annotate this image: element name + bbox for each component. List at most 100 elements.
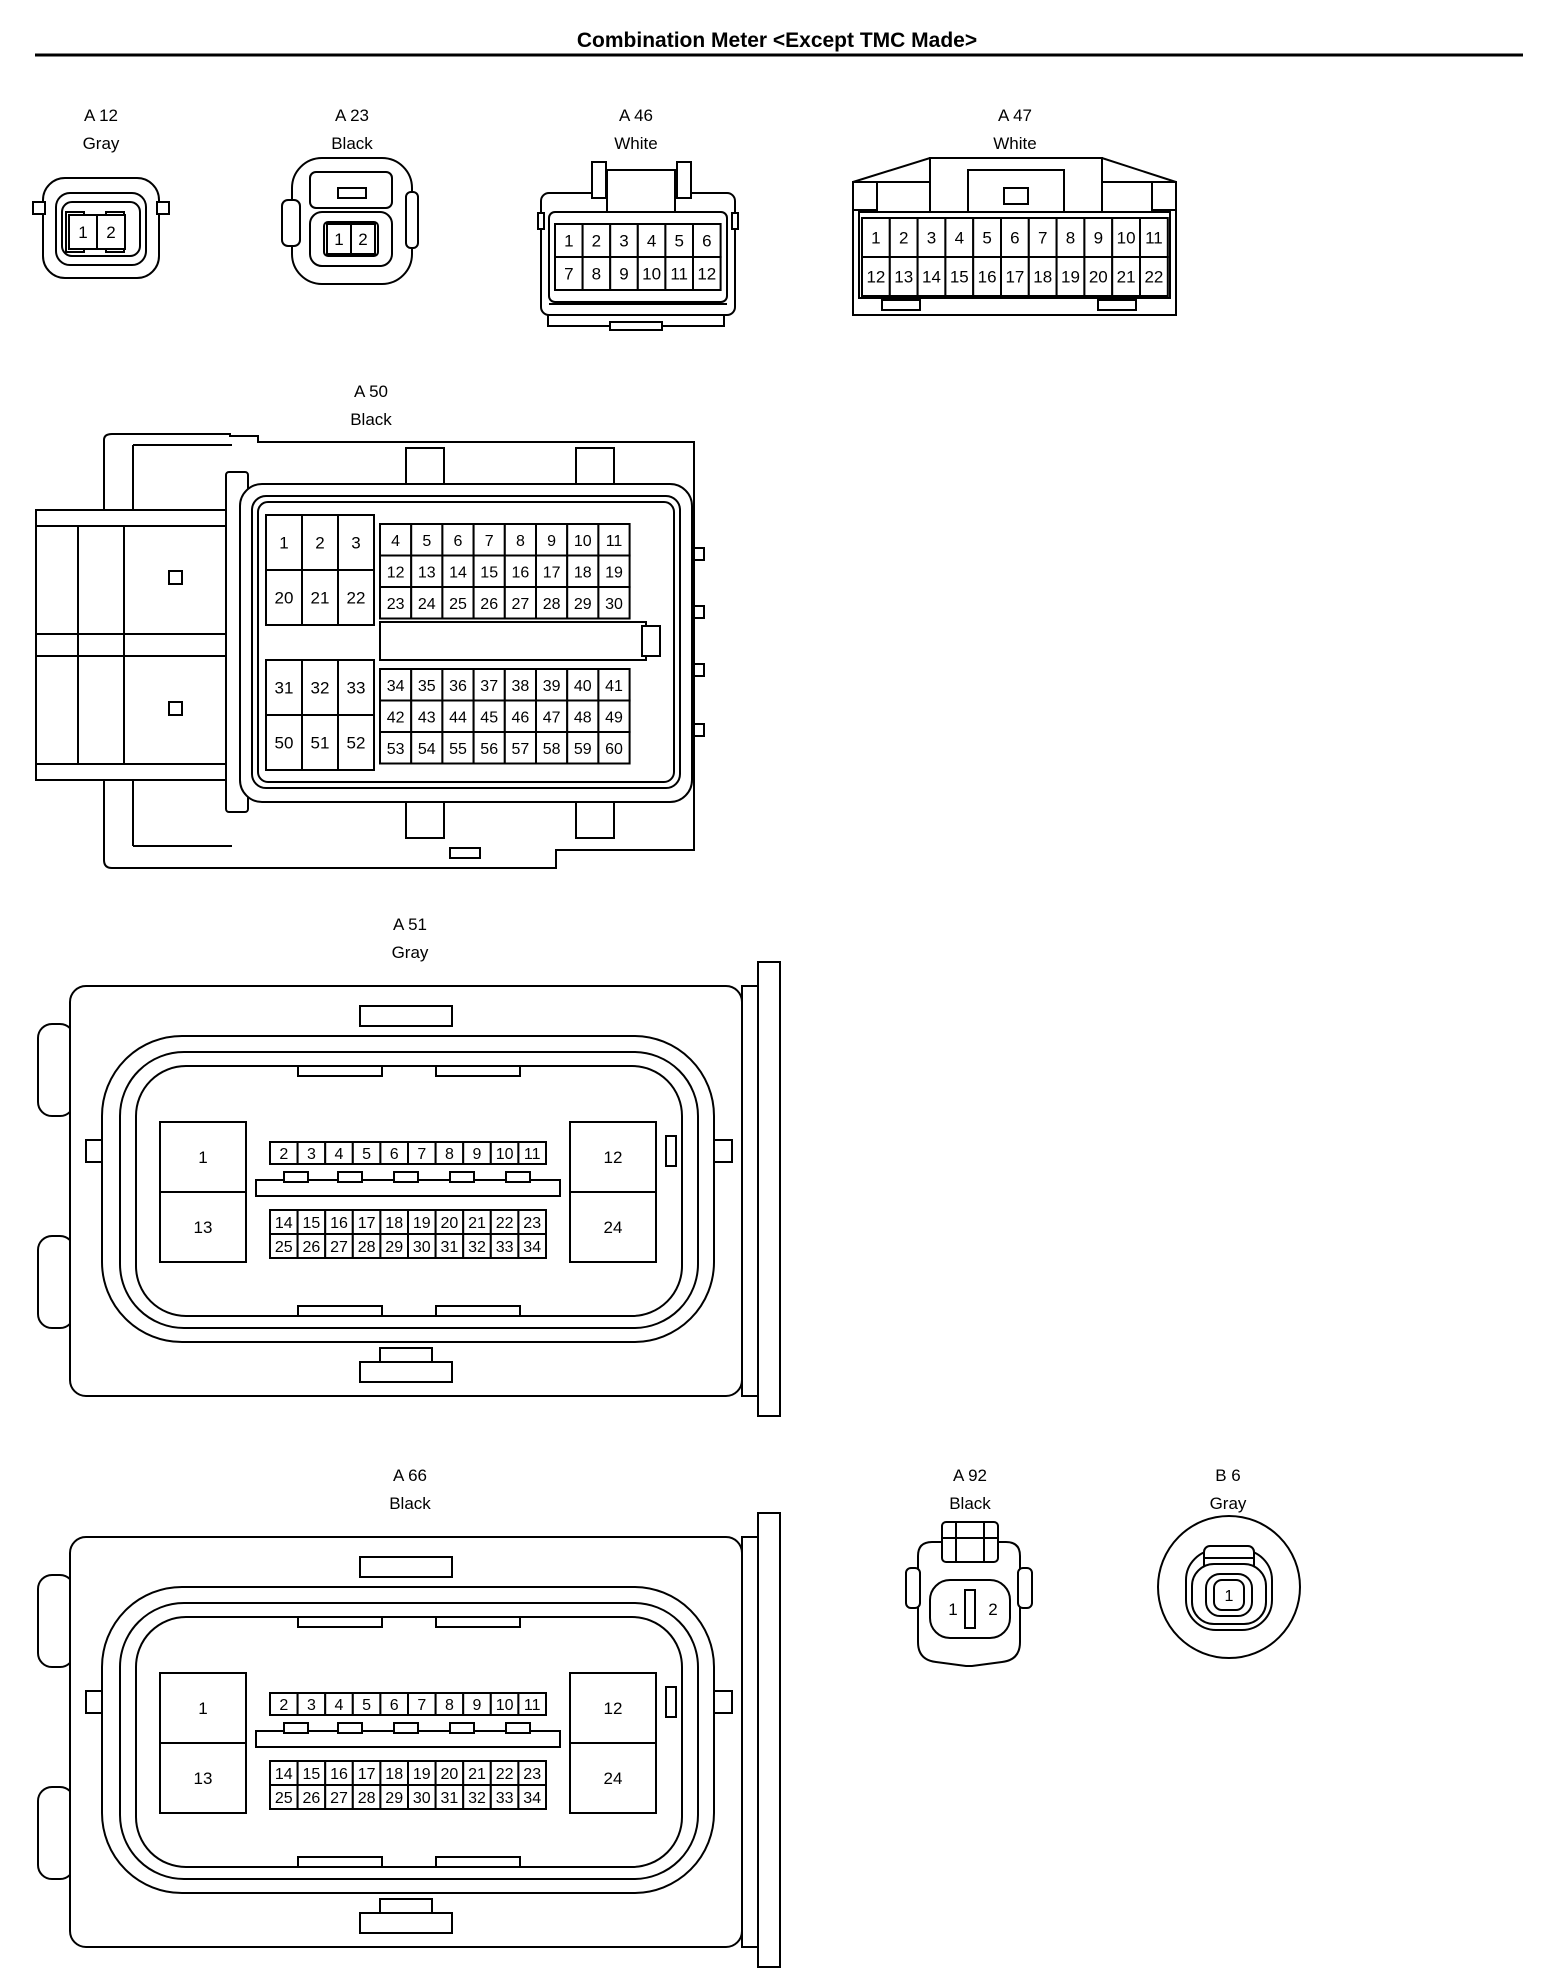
- pin-label: 31: [441, 1790, 459, 1807]
- pin-label: 10: [574, 533, 592, 550]
- pin-cell: [301, 659, 339, 716]
- pin-label: 10: [1117, 229, 1136, 248]
- pin-cell: [569, 1742, 657, 1814]
- pin-label: 40: [574, 678, 592, 695]
- pin-cell: [269, 1233, 299, 1259]
- pin-cell: [1139, 256, 1169, 297]
- pin-label: 11: [524, 1146, 541, 1163]
- pin-label: 4: [391, 533, 400, 550]
- pin-cell: [462, 1784, 492, 1810]
- pin-label: 30: [605, 596, 623, 613]
- pin-label: 15: [480, 564, 498, 581]
- pin-cell: [434, 1784, 465, 1810]
- pin-label: 58: [543, 741, 561, 758]
- pin-cell: [581, 223, 612, 258]
- pin-cell: [350, 223, 376, 255]
- pin-label: 22: [347, 589, 366, 608]
- pin-label: 48: [574, 709, 592, 726]
- pin-label: 21: [468, 1215, 486, 1232]
- pin-label: 4: [335, 1146, 344, 1163]
- pin-label: 21: [311, 589, 330, 608]
- pin-label: 52: [347, 734, 366, 753]
- pin-cell: [888, 256, 919, 297]
- connector-id: A 23: [335, 106, 369, 125]
- pin-cell: [462, 1209, 492, 1235]
- pin-cell: [566, 554, 600, 588]
- pin-label: 36: [449, 678, 467, 695]
- pin-cell: [472, 731, 506, 765]
- connector-color: Black: [350, 410, 392, 429]
- pin-label: 15: [303, 1215, 321, 1232]
- pin-label: 45: [480, 709, 498, 726]
- pin-label: 18: [385, 1215, 403, 1232]
- pin-cell: [692, 256, 722, 291]
- pin-label: 25: [449, 596, 467, 613]
- pin-label: 6: [702, 232, 711, 251]
- pin-cell: [265, 514, 303, 571]
- pin-cell: [517, 1692, 548, 1716]
- pin-label: 7: [1038, 229, 1047, 248]
- pin-label: 39: [543, 678, 561, 695]
- pin-label: 56: [480, 741, 498, 758]
- pin-label: 1: [564, 232, 573, 251]
- pin-cell: [609, 256, 639, 291]
- pin-label: 8: [1066, 229, 1075, 248]
- pin-label: 1: [871, 229, 880, 248]
- pin-cell: [597, 586, 631, 620]
- pin-cell: [569, 1191, 657, 1263]
- pin-label: 28: [358, 1790, 376, 1807]
- pin-label: 3: [351, 534, 360, 553]
- pin-cell: [566, 731, 600, 765]
- connector-id: A 51: [393, 915, 427, 934]
- pin-label: 6: [454, 533, 463, 550]
- pin-cell: [326, 223, 352, 255]
- pin-cell: [337, 569, 375, 626]
- connector-a50-housing: [35, 433, 705, 869]
- pin-label: 1: [1225, 1588, 1234, 1605]
- connector-color: Gray: [1210, 1494, 1247, 1513]
- pin-label: 60: [605, 741, 623, 758]
- pin-label: 9: [473, 1697, 482, 1714]
- pin-label: 1: [78, 223, 87, 242]
- connector-id: A 92: [953, 1466, 987, 1485]
- pin-label: 21: [1117, 268, 1136, 287]
- pin-label: 9: [547, 533, 556, 550]
- pin-label: 53: [387, 741, 405, 758]
- pin-label: 51: [311, 734, 330, 753]
- connector-id: A 50: [354, 382, 388, 401]
- connector-id: A 66: [393, 1466, 427, 1485]
- pin-label: 17: [358, 1766, 376, 1783]
- pin-cell: [379, 699, 413, 733]
- connector-a92-housing: [905, 1521, 1033, 1667]
- pin-cell: [265, 569, 303, 626]
- pin-label: 12: [387, 564, 405, 581]
- pin-label: 43: [418, 709, 436, 726]
- pin-cell: [1000, 256, 1030, 297]
- pin-label: 17: [1005, 268, 1024, 287]
- pin-label: 2: [279, 1697, 288, 1714]
- pin-label: 7: [564, 265, 573, 284]
- pin-label: 5: [674, 232, 683, 251]
- pin-cell: [535, 731, 569, 765]
- pin-cell: [503, 731, 537, 765]
- pin-label: 11: [524, 1697, 541, 1714]
- pin-cell: [888, 217, 919, 258]
- pin-label: 29: [385, 1790, 403, 1807]
- pin-cell: [159, 1742, 247, 1814]
- pin-label: 2: [315, 534, 324, 553]
- pin-label: 1: [198, 1148, 207, 1167]
- pin-label: 2: [988, 1600, 997, 1619]
- pin-label: 27: [512, 596, 530, 613]
